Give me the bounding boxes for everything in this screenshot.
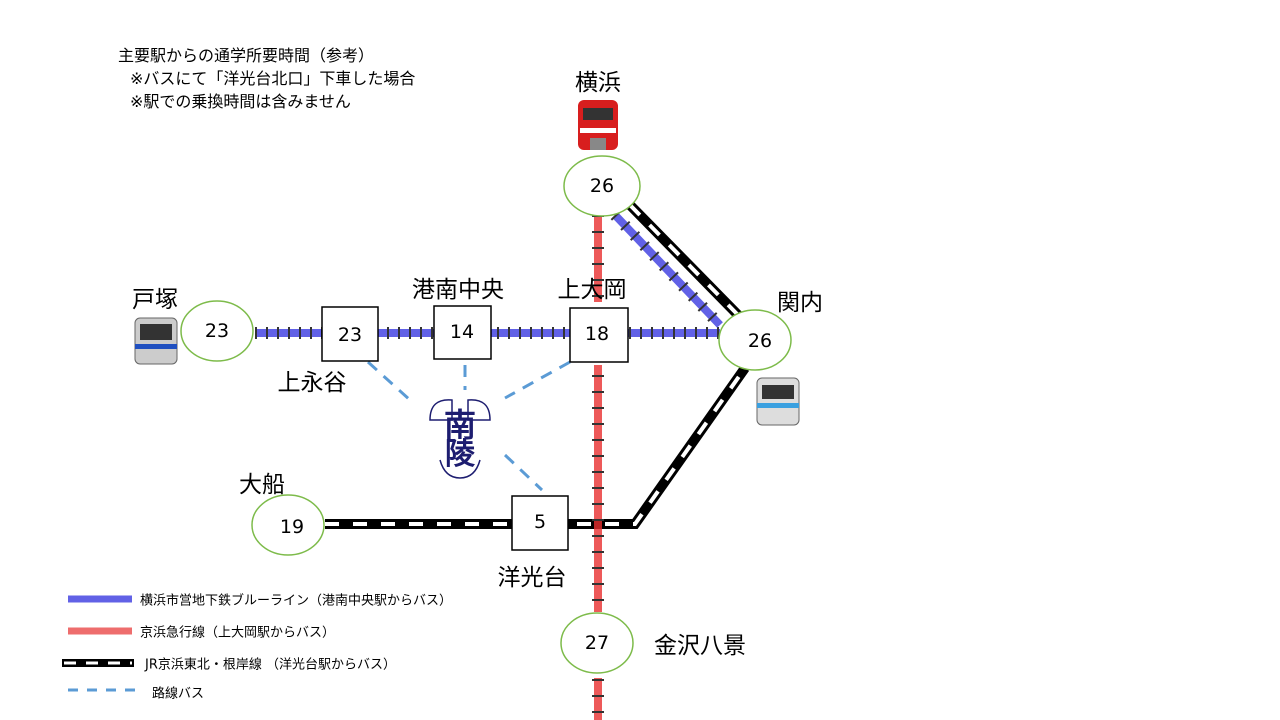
notes-line2: ※駅での乗換時間は含みません [130,92,351,111]
notes-title: 主要駅からの通学所要時間（参考） [118,46,375,65]
station-ofuna-minutes: 19 [279,516,305,538]
school-logo: 南 陵 [429,399,491,479]
station-yokodai-minutes: 5 [533,511,547,533]
station-kamiooka-minutes: 18 [584,323,610,345]
svg-text:陵: 陵 [445,437,476,472]
station-totsuka-label: 戸塚 [132,287,178,313]
station-boxes [321,305,629,551]
bus-routes [366,360,571,492]
jr-train-icon [756,377,800,426]
station-konanchuo-minutes: 14 [449,321,475,343]
station-konanchuo-label: 港南中央 [412,277,504,303]
notes-line1: ※バスにて「洋光台北口」下車した場合 [130,69,416,88]
legend-jr-line: JR京浜東北・根岸線 （洋光台駅からバス） [145,657,396,673]
legend-keikyu-line: 京浜急行線（上大岡駅からバス） [140,625,336,641]
station-totsuka-minutes: 23 [204,320,230,342]
keikyu-train-icon [578,100,618,150]
station-yokodai-label: 洋光台 [497,565,567,591]
legend-blue-line: 横浜市営地下鉄ブルーライン（港南中央駅からバス） [140,593,453,609]
notes: 主要駅からの通学所要時間（参考） ※バスにて「洋光台北口」下車した場合 ※駅での乗換… [118,44,415,113]
jr-line [325,201,750,529]
station-circles [180,155,792,674]
station-kamiooka-label: 上大岡 [557,277,627,303]
station-yokohama-minutes: 26 [589,175,615,197]
station-ofuna-label: 大船 [239,472,285,498]
station-kaminagaya-label: 上永谷 [277,370,347,396]
station-kaminagaya-minutes: 23 [337,324,363,346]
station-kannai-minutes: 26 [747,330,773,352]
subway-train-icon [134,317,178,365]
station-yokohama-label: 横浜 [575,70,621,96]
svg-text:南: 南 [444,406,476,444]
legend-bus: 路線バス [152,686,205,702]
legend-swatches [62,595,140,692]
station-kanazawahakkei-minutes: 27 [584,632,610,654]
station-kanazawahakkei-label: 金沢八景 [654,633,746,659]
station-kannai-label: 関内 [777,290,823,316]
